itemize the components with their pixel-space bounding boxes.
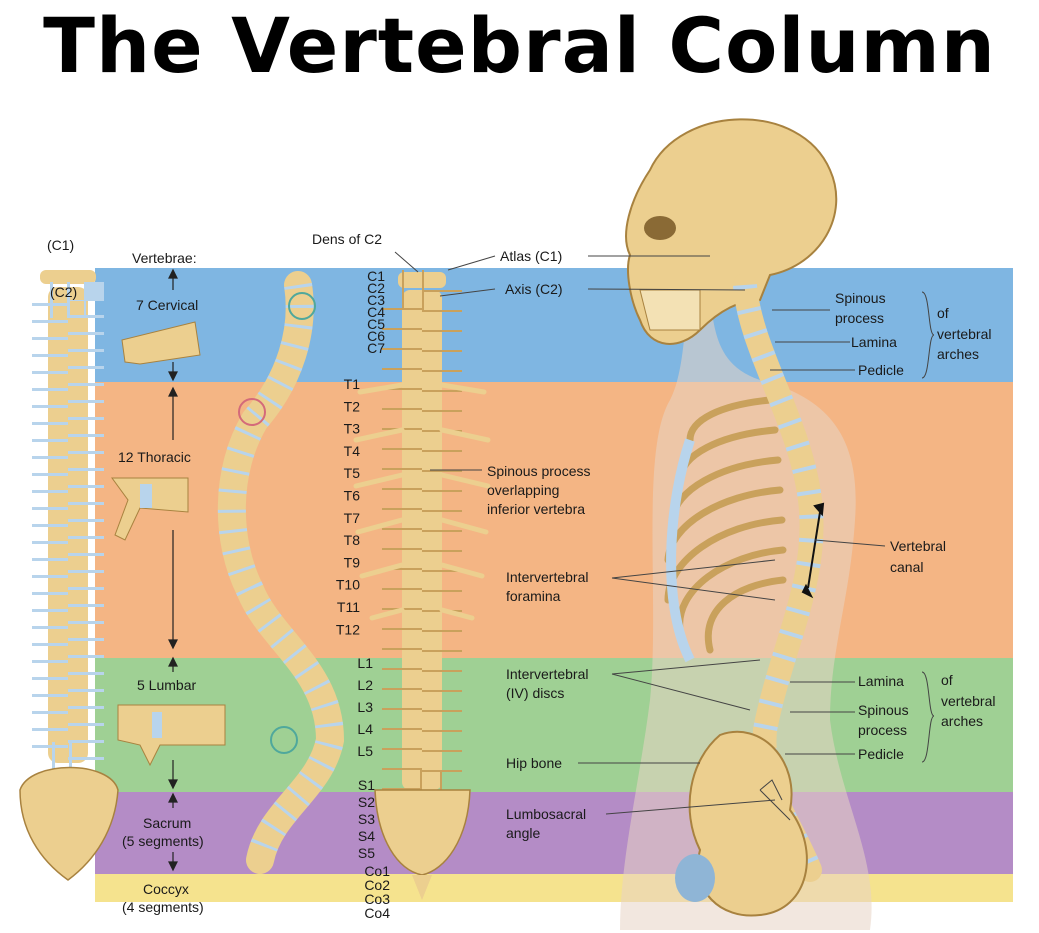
callout-labels: Atlas (C1) Axis (C2) Spinous process ove…: [487, 248, 591, 841]
segment-label-c6: C6: [367, 328, 385, 344]
label-spinous-overlap-1: Spinous process: [487, 463, 591, 479]
segment-label-t7: T7: [344, 510, 361, 526]
anterior-spine: [19, 270, 119, 881]
segment-label-s2: S2: [358, 794, 375, 810]
segment-label-co1: Co1: [364, 863, 390, 879]
label-lumbosacral-1: Lumbosacral: [506, 806, 586, 822]
segment-label-c2: C2: [367, 280, 385, 296]
vertebral-canal-arrow: [801, 502, 825, 599]
costal-cartilage: [666, 438, 695, 663]
label-coccyx-segments: (4 segments): [122, 899, 204, 915]
label-lumbar: 5 Lumbar: [137, 677, 196, 693]
page-title: The Vertebral Column: [43, 1, 996, 90]
label-spinous-process-1: Spinous: [835, 290, 886, 306]
segment-label-s5: S5: [358, 845, 375, 861]
lateral-spine-middle: [217, 271, 345, 874]
label-spinous-process-2: process: [835, 310, 884, 326]
left-labels: (C1) (C2) Vertebrae: 7 Cervical 12 Thora…: [47, 237, 204, 915]
segment-label-c3: C3: [367, 292, 385, 308]
segment-label-s4: S4: [358, 828, 375, 844]
segment-label-l2: L2: [357, 677, 373, 693]
segment-label-t1: T1: [344, 376, 361, 392]
body-silhouette: [620, 270, 872, 930]
right-labels: Spinous process Lamina Pedicle of verteb…: [835, 290, 995, 762]
label-lamina-lower: Lamina: [858, 673, 904, 689]
label-spinous-lower-1: Spinous: [858, 702, 909, 718]
segment-label-l4: L4: [357, 721, 373, 737]
segment-label-s3: S3: [358, 811, 375, 827]
label-lumbosacral-2: angle: [506, 825, 540, 841]
leader-lines: [394, 251, 935, 821]
label-of-3: arches: [937, 346, 979, 362]
label-iv-foramina-1: Intervertebral: [506, 569, 588, 585]
segment-label-c4: C4: [367, 304, 385, 320]
segment-label-l3: L3: [357, 699, 373, 715]
label-axis: Axis (C2): [505, 281, 563, 297]
segment-label-co2: Co2: [364, 877, 390, 893]
region-arrows: [168, 268, 178, 872]
segment-label-t2: T2: [344, 398, 361, 414]
label-vertebral-canal-1: Vertebral: [890, 538, 946, 554]
label-c2: (C2): [50, 284, 77, 300]
label-thoracic: 12 Thoracic: [118, 449, 191, 465]
label-dens-of-c2: Dens of C2: [312, 231, 382, 247]
label-lamina: Lamina: [851, 334, 897, 350]
label-spinous-overlap-3: inferior vertebra: [487, 501, 585, 517]
label-of-1: of: [937, 305, 949, 321]
segment-label-c1: C1: [367, 268, 385, 284]
posterior-spine: [374, 270, 471, 900]
segment-label-s1: S1: [358, 777, 375, 793]
label-of-lower-3: arches: [941, 713, 983, 729]
label-vertebrae-heading: Vertebrae:: [132, 250, 197, 266]
segment-label-l1: L1: [357, 655, 373, 671]
label-c1: (C1): [47, 237, 74, 253]
label-sacrum-segments: (5 segments): [122, 833, 204, 849]
label-of-2: vertebral: [937, 326, 991, 342]
label-iv-foramina-2: foramina: [506, 588, 561, 604]
label-pedicle: Pedicle: [858, 362, 904, 378]
segment-label-t6: T6: [344, 488, 361, 504]
segment-label-t8: T8: [344, 532, 361, 548]
label-vertebral-canal-2: canal: [890, 559, 923, 575]
segment-label-t3: T3: [344, 421, 361, 437]
label-pedicle-lower: Pedicle: [858, 746, 904, 762]
segment-label-co3: Co3: [364, 891, 390, 907]
segment-labels: C1C2C3C4C5C6C7T1T2T3T4T5T6T7T8T9T10T11T1…: [336, 268, 390, 921]
label-spinous-overlap-2: overlapping: [487, 482, 559, 498]
label-cervical: 7 Cervical: [136, 297, 198, 313]
sacrum-band: [95, 792, 1013, 874]
cervical-band: [95, 268, 1013, 382]
segment-label-co4: Co4: [364, 905, 390, 921]
isolated-vertebrae: [111, 321, 226, 767]
label-of-lower-1: of: [941, 672, 953, 688]
skull-illustration: [625, 118, 838, 345]
posterior-ribs: [353, 382, 491, 621]
segment-label-c5: C5: [367, 316, 385, 332]
label-coccyx: Coccyx: [143, 881, 189, 897]
segment-label-l5: L5: [357, 743, 373, 759]
segment-label-t9: T9: [344, 554, 361, 570]
label-iv-discs-2: (IV) discs: [506, 685, 564, 701]
segment-label-c7: C7: [367, 340, 385, 356]
segment-label-t5: T5: [344, 465, 361, 481]
coccyx-band: [95, 874, 1013, 902]
label-atlas: Atlas (C1): [500, 248, 562, 264]
segment-label-t12: T12: [336, 621, 360, 637]
label-spinous-lower-2: process: [858, 722, 907, 738]
label-iv-discs-1: Intervertebral: [506, 666, 588, 682]
segment-label-t4: T4: [344, 443, 361, 459]
segment-label-t10: T10: [336, 577, 360, 593]
segment-label-t11: T11: [337, 599, 360, 615]
label-hip-bone: Hip bone: [506, 755, 562, 771]
pelvis-lateral: [675, 730, 808, 917]
lumbar-band: [95, 658, 1013, 792]
label-sacrum: Sacrum: [143, 815, 191, 831]
label-of-lower-2: vertebral: [941, 693, 995, 709]
